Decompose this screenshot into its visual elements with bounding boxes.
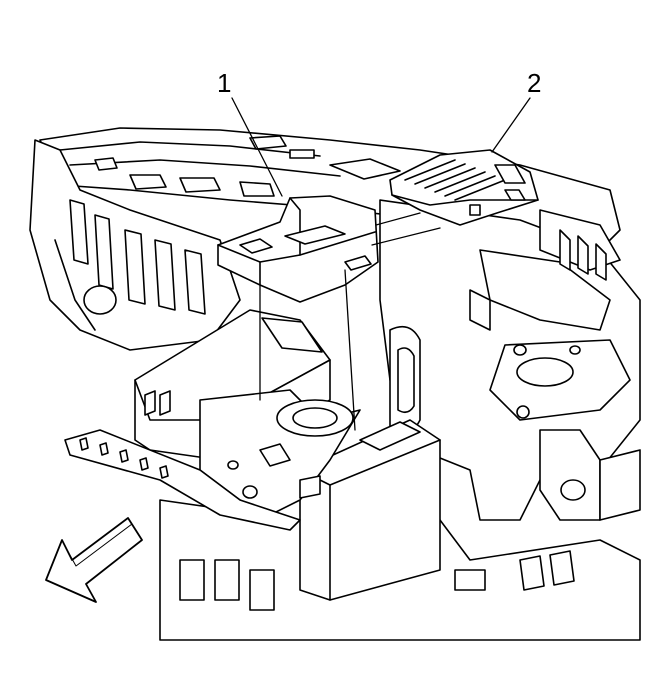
right-strut-tower [379,199,641,521]
battery [299,419,441,601]
leader-lines [231,97,531,431]
left-fender-apron [29,139,241,351]
callout-label-1: 1 [217,68,232,98]
item-1-bracket [217,195,379,303]
callout-label-2: 2 [527,68,542,98]
front-support-bar [64,429,301,531]
item-2-control-module [389,149,539,226]
battery-tray-bracket [199,389,361,521]
forward-arrow-icon [45,517,143,603]
